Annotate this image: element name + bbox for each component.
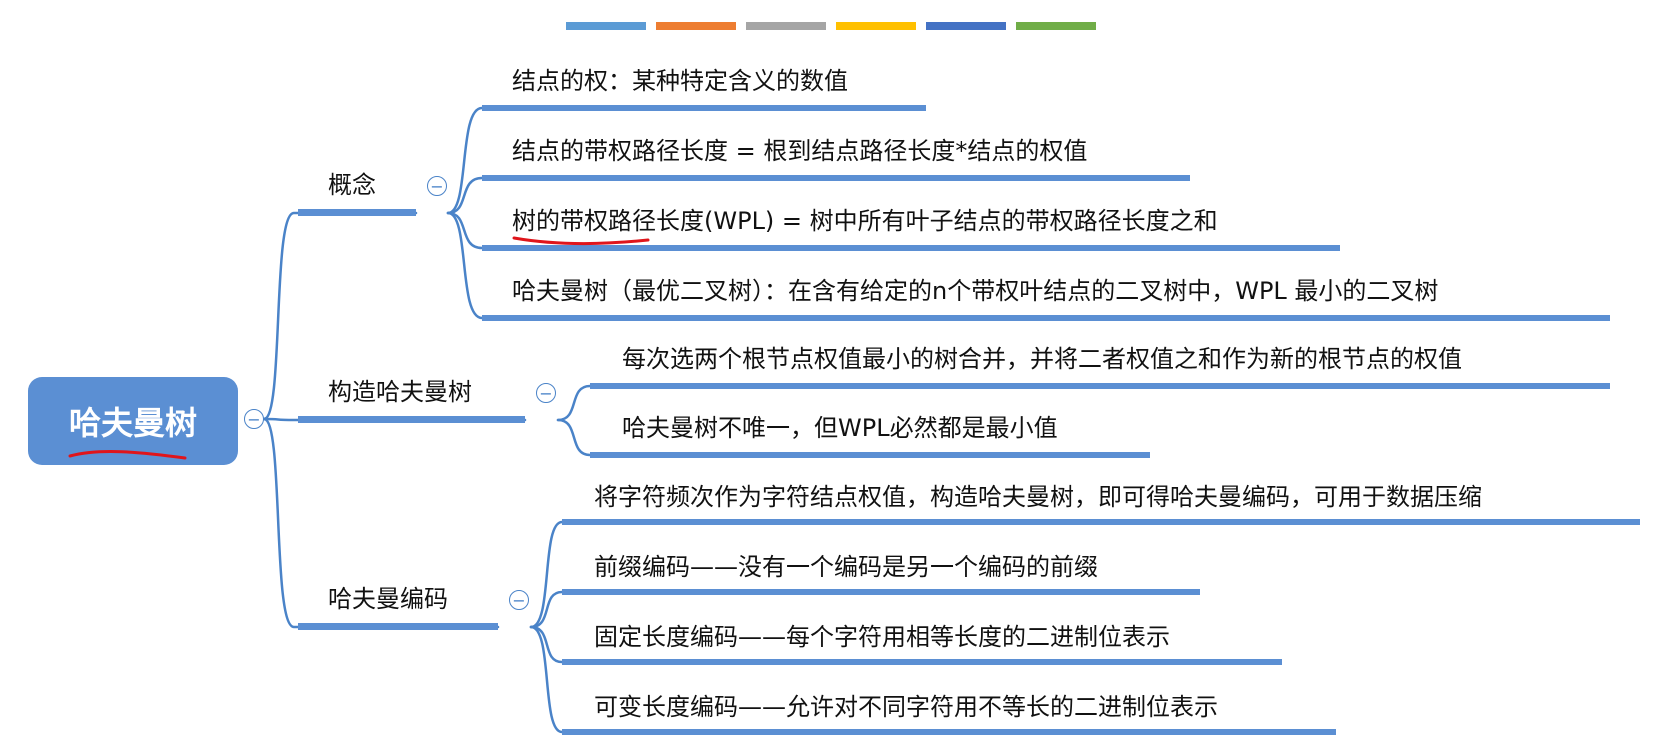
leaf-underline bbox=[562, 659, 1282, 665]
leaf-underline bbox=[590, 383, 1610, 389]
palette-swatch bbox=[926, 22, 1006, 30]
child-connector bbox=[556, 384, 592, 422]
branch-label-encoding[interactable]: 哈夫曼编码 bbox=[328, 585, 448, 613]
branch-underline bbox=[298, 209, 416, 216]
branch-underline bbox=[298, 416, 525, 423]
leaf-node[interactable]: 每次选两个根节点权值最小的树合并，并将二者权值之和作为新的根节点的权值 bbox=[622, 345, 1462, 373]
leaf-node[interactable]: 树的带权路径长度(WPL) = 树中所有叶子结点的带权路径长度之和 bbox=[512, 207, 1218, 235]
leaf-node[interactable]: 结点的带权路径长度 = 根到结点路径长度*结点的权值 bbox=[512, 137, 1088, 165]
collapse-icon[interactable]: − bbox=[536, 383, 556, 403]
leaf-node[interactable]: 前缀编码——没有一个编码是另一个编码的前缀 bbox=[594, 553, 1098, 581]
leaf-node[interactable]: 可变长度编码——允许对不同字符用不等长的二进制位表示 bbox=[594, 693, 1218, 721]
leaf-underline bbox=[562, 589, 1200, 595]
leaf-underline bbox=[482, 105, 926, 111]
leaf-node[interactable]: 哈夫曼树（最优二叉树）：在含有给定的n个带权叶结点的二叉树中，WPL 最小的二叉… bbox=[512, 277, 1439, 305]
leaf-node[interactable]: 哈夫曼树不唯一，但WPL必然都是最小值 bbox=[622, 414, 1058, 442]
branch-connector bbox=[262, 211, 418, 421]
branch-connector bbox=[262, 417, 527, 422]
child-connector bbox=[446, 176, 484, 215]
branch-label-concept[interactable]: 概念 bbox=[328, 171, 376, 199]
child-connector bbox=[529, 520, 564, 629]
child-connector bbox=[446, 106, 484, 215]
root-label: 哈夫曼树 bbox=[68, 404, 197, 442]
palette-swatch bbox=[656, 22, 736, 30]
child-connector bbox=[529, 625, 564, 734]
branch-label-construct[interactable]: 构造哈夫曼树 bbox=[328, 378, 472, 406]
collapse-icon[interactable]: − bbox=[509, 590, 529, 610]
child-connector bbox=[529, 625, 564, 664]
leaf-underline bbox=[482, 175, 1190, 181]
leaf-underline bbox=[482, 245, 1340, 251]
branch-underline bbox=[298, 623, 498, 630]
child-connector bbox=[446, 211, 484, 320]
leaf-underline bbox=[562, 729, 1336, 735]
root-node[interactable]: 哈夫曼树 bbox=[28, 377, 238, 465]
leaf-node[interactable]: 将字符频次作为字符结点权值，构造哈夫曼树，即可得哈夫曼编码，可用于数据压缩 bbox=[594, 483, 1482, 511]
collapse-icon[interactable]: − bbox=[427, 176, 447, 196]
palette-swatch bbox=[1016, 22, 1096, 30]
leaf-node[interactable]: 结点的权：某种特定含义的数值 bbox=[512, 67, 848, 95]
leaf-underline bbox=[590, 452, 1150, 458]
child-connector bbox=[556, 418, 592, 457]
collapse-icon[interactable]: − bbox=[244, 409, 264, 429]
leaf-underline bbox=[482, 315, 1610, 321]
child-connector bbox=[529, 590, 564, 629]
leaf-underline bbox=[562, 519, 1640, 525]
branch-connector bbox=[262, 417, 500, 629]
leaf-node[interactable]: 固定长度编码——每个字符用相等长度的二进制位表示 bbox=[594, 623, 1170, 651]
palette-swatch bbox=[746, 22, 826, 30]
palette-swatch bbox=[566, 22, 646, 30]
palette-swatch bbox=[836, 22, 916, 30]
child-connector bbox=[446, 211, 484, 250]
